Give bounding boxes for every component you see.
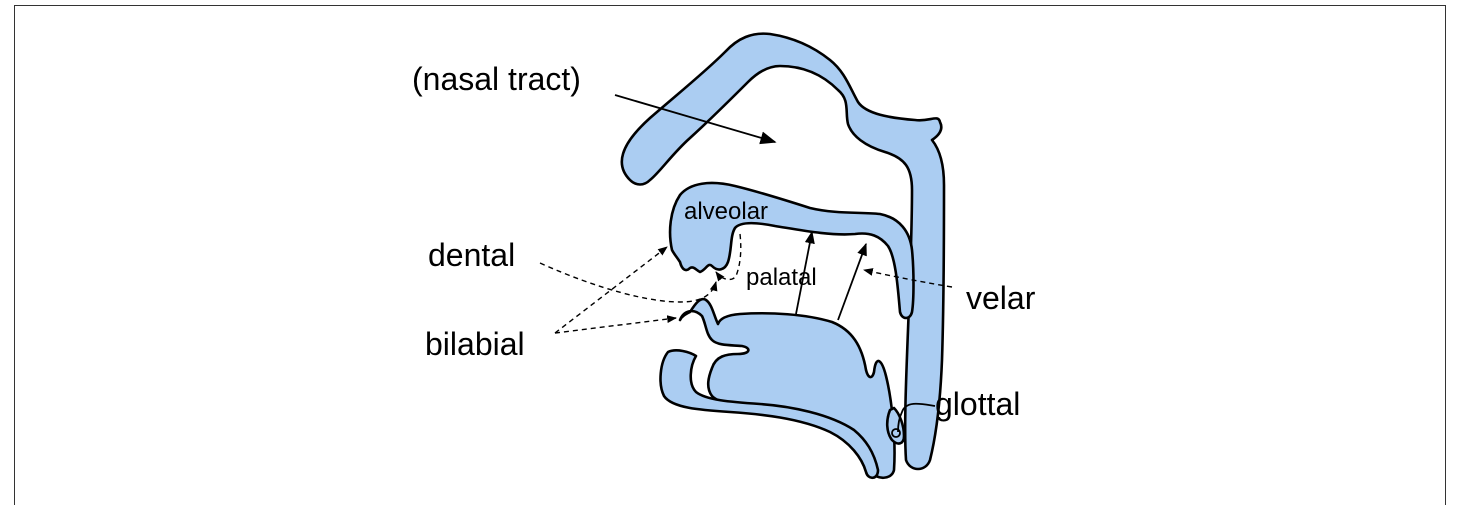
nasal-tract-label: (nasal tract): [412, 61, 581, 97]
alveolar-label: alveolar: [684, 198, 768, 225]
velar-label: velar: [966, 280, 1036, 316]
bilabial-arrow-lower: [555, 318, 676, 333]
dental-label: dental: [428, 237, 515, 273]
palatal-label: palatal: [746, 264, 817, 291]
palatal-arrow-2: [838, 244, 866, 320]
glottal-label: glottal: [935, 386, 1020, 422]
bilabial-label: bilabial: [425, 326, 525, 362]
